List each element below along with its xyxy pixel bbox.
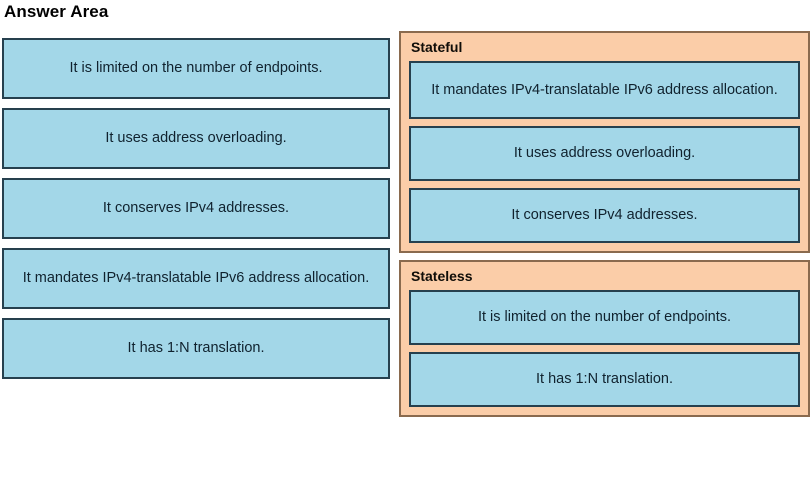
placed-answer-tile[interactable]: It is limited on the number of endpoints…	[409, 290, 800, 345]
answer-choice-tile[interactable]: It uses address overloading.	[2, 108, 390, 169]
drop-zones: Stateful It mandates IPv4-translatable I…	[399, 31, 810, 424]
answer-choice-tile[interactable]: It has 1:N translation.	[2, 318, 390, 379]
answer-choice-tile[interactable]: It mandates IPv4-translatable IPv6 addre…	[2, 248, 390, 309]
placed-answer-tile[interactable]: It has 1:N translation.	[409, 352, 800, 407]
placed-answer-tile[interactable]: It uses address overloading.	[409, 126, 800, 181]
answer-choices-list: It is limited on the number of endpoints…	[2, 38, 390, 388]
page-title: Answer Area	[4, 2, 109, 21]
answer-choice-tile[interactable]: It conserves IPv4 addresses.	[2, 178, 390, 239]
drop-zone-title: Stateful	[411, 39, 463, 55]
placed-answer-tile[interactable]: It mandates IPv4-translatable IPv6 addre…	[409, 61, 800, 119]
answer-choice-tile[interactable]: It is limited on the number of endpoints…	[2, 38, 390, 99]
drop-zone-stateless[interactable]: Stateless It is limited on the number of…	[399, 260, 810, 417]
drop-zone-title: Stateless	[411, 268, 473, 284]
placed-answer-tile[interactable]: It conserves IPv4 addresses.	[409, 188, 800, 243]
drop-zone-stateful[interactable]: Stateful It mandates IPv4-translatable I…	[399, 31, 810, 253]
